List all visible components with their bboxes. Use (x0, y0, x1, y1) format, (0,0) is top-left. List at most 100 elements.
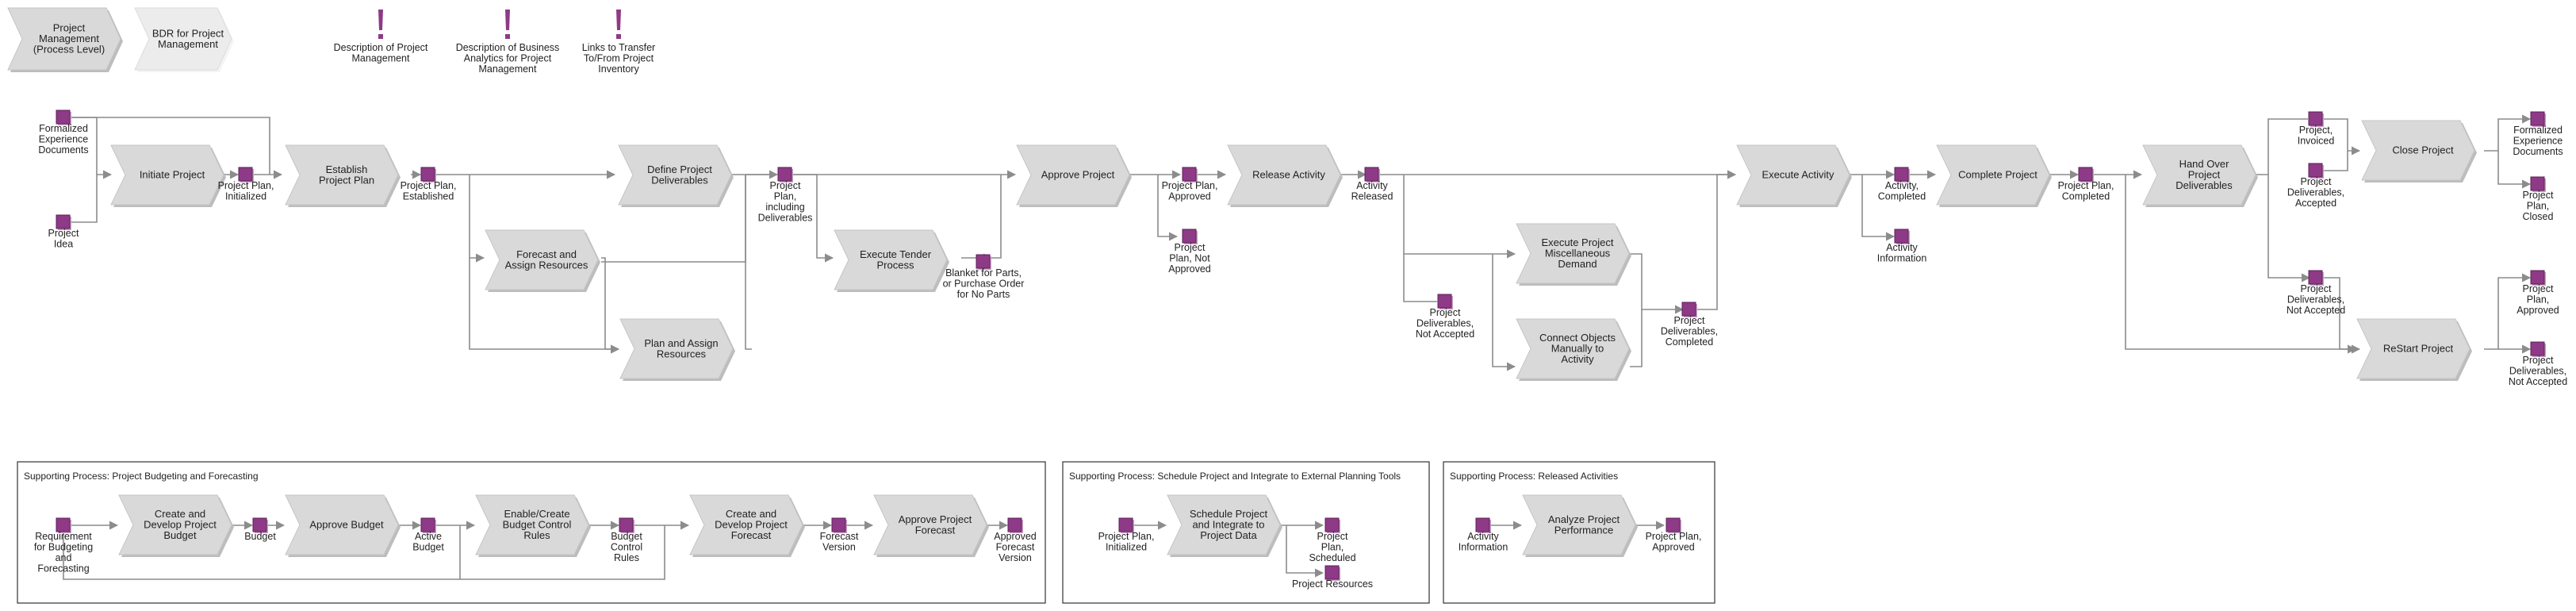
state-plan-approved[interactable]: Project Plan,Approved (1162, 167, 1218, 202)
connector (1630, 253, 1685, 314)
box-released: Supporting Process: Released Activities (1443, 461, 1715, 604)
state-budget-label: Budget (244, 531, 276, 542)
chevron-shape (1516, 318, 1630, 379)
box-released-title: Supporting Process: Released Activities (1450, 471, 1618, 482)
connector (2125, 175, 2357, 354)
execute-activity-label: Execute Activity (1761, 169, 1834, 181)
release-activity-label: Release Activity (1252, 169, 1325, 181)
state-project-invoiced[interactable]: Project,Invoiced (2298, 111, 2335, 147)
release-activity[interactable]: Release Activity (1227, 144, 1343, 207)
state-plan-established-label: Project Plan,Established (401, 180, 457, 202)
state-plan-initialized[interactable]: Project Plan,Initialized (218, 167, 274, 202)
chevron-shape (285, 144, 399, 206)
initiate-project[interactable]: Initiate Project (110, 144, 226, 207)
close-project[interactable]: Close Project (2361, 120, 2477, 183)
purple-square-icon (1118, 517, 1133, 532)
chevron-shape (1016, 144, 1130, 206)
state-plan-established[interactable]: Project Plan,Established (401, 167, 457, 202)
chevron-shape (834, 229, 948, 290)
purple-square-icon (56, 110, 71, 125)
purple-square-icon (420, 167, 435, 182)
state-sched-plan-initialized[interactable]: Project Plan,Initialized (1098, 517, 1155, 553)
connector (71, 170, 113, 223)
exclamation-icon (505, 10, 510, 30)
approve-budget[interactable]: Approve Budget (285, 494, 401, 557)
state-budget[interactable]: Budget (244, 517, 276, 542)
purple-square-icon (252, 517, 267, 532)
approve-project[interactable]: Approve Project (1016, 144, 1132, 207)
state-plan-completed[interactable]: Project Plan,Completed (2058, 167, 2114, 202)
chevron-shape (619, 318, 734, 379)
chevron-shape (285, 494, 399, 555)
state-rel-plan-approved[interactable]: Project Plan,Approved (1646, 517, 1702, 553)
exclamation-dot (505, 34, 510, 39)
execute-activity[interactable]: Execute Activity (1736, 144, 1852, 207)
complete-project[interactable]: Complete Project (1936, 144, 2052, 207)
purple-square-icon (1894, 229, 1909, 244)
state-project-resources[interactable]: Project Resources (1292, 565, 1373, 590)
restart-project[interactable]: ReStart Project (2356, 318, 2472, 381)
connector (2267, 118, 2308, 175)
state-activity-completed[interactable]: Activity,Completed (1878, 167, 1926, 202)
chevron-shape (689, 494, 803, 555)
connector (71, 117, 98, 175)
chevron-shape (2361, 120, 2475, 181)
chevron-shape (1936, 144, 2050, 206)
